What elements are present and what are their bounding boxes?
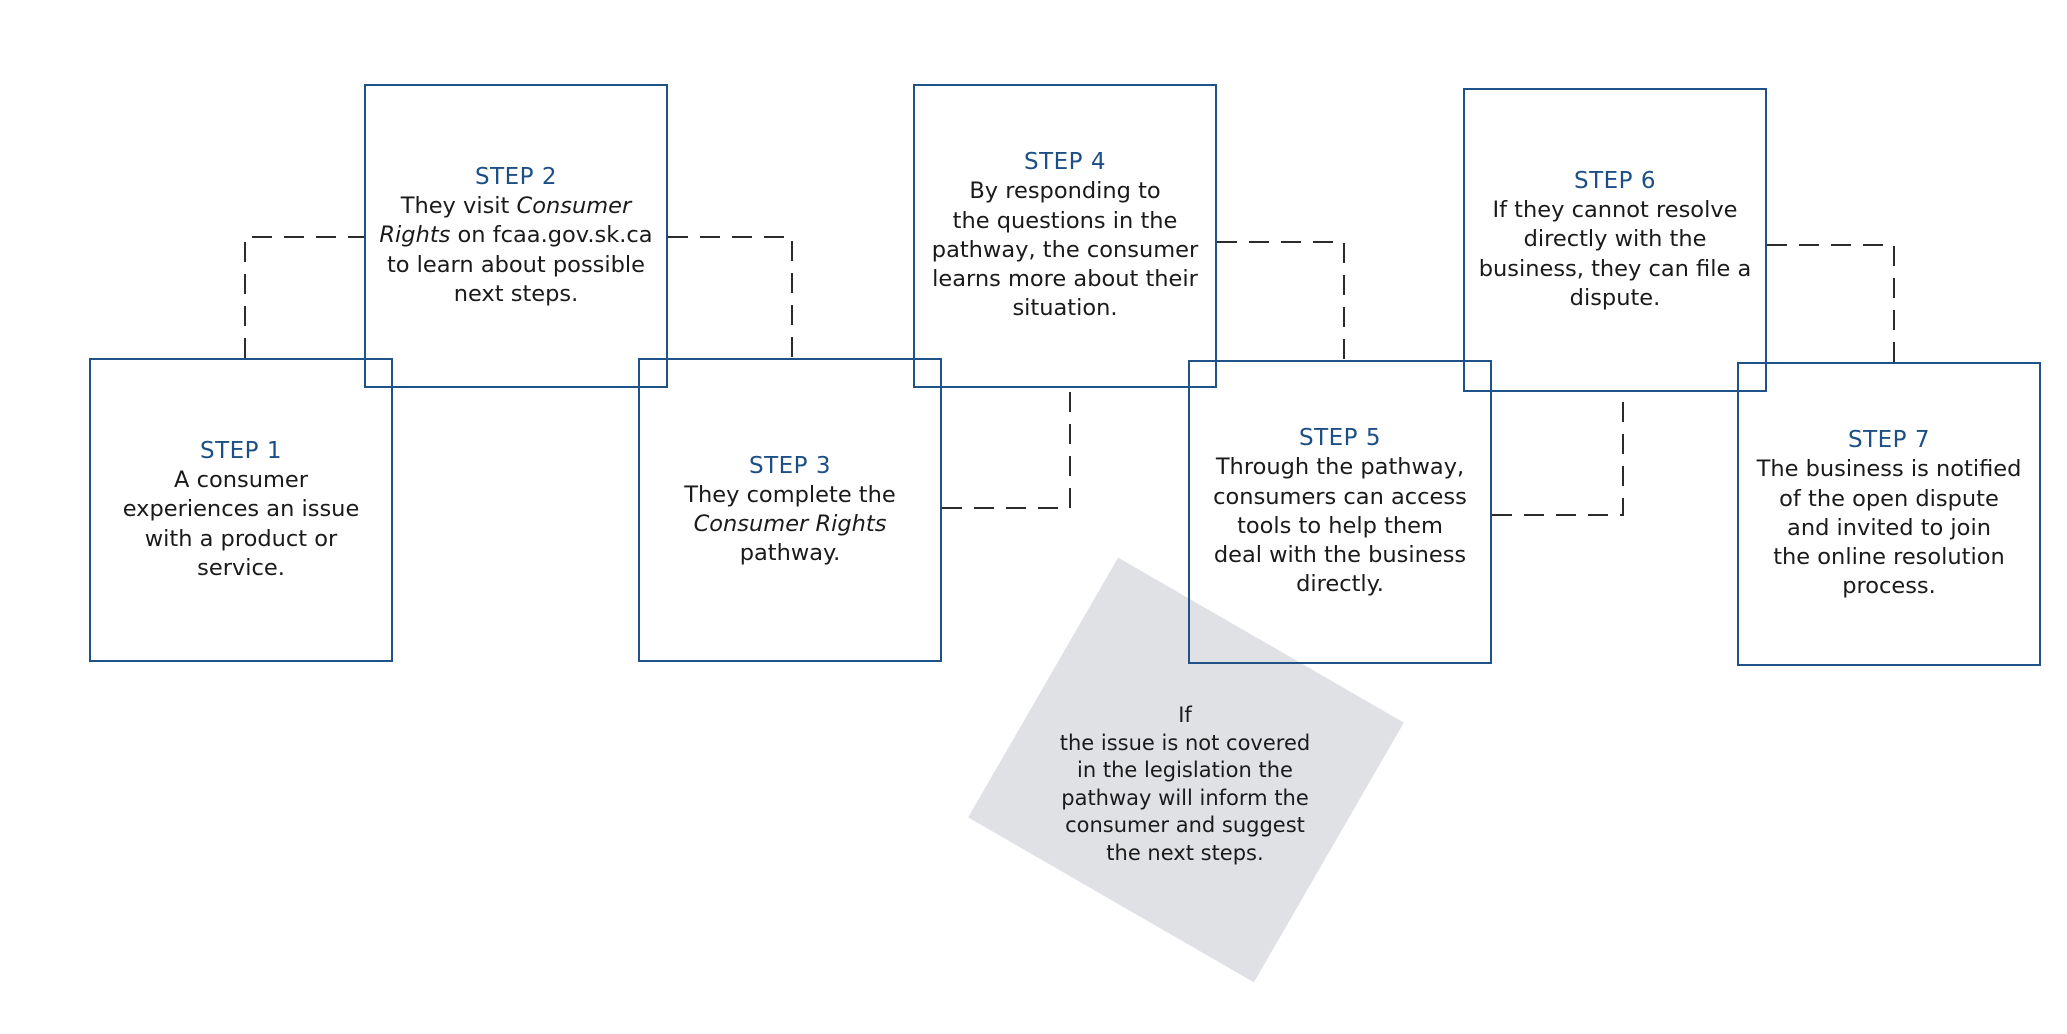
step-text-line: service. <box>197 554 285 581</box>
step-6-title: STEP 6 <box>1574 167 1656 194</box>
step-5-title: STEP 5 <box>1299 425 1381 452</box>
step-text-line: experiences an issue <box>122 496 360 523</box>
step-text-line: By responding to <box>969 178 1161 205</box>
note-line: in the legislation the <box>1077 758 1293 782</box>
step-4-box: STEP 4 By responding to the questions in… <box>913 84 1217 388</box>
step-4-description: By responding to the questions in the pa… <box>932 177 1198 323</box>
step-text-line: deal with the business <box>1213 542 1467 569</box>
step-5-box: STEP 5 Through the pathway, consumers ca… <box>1188 360 1492 664</box>
connector-step5-step6 <box>1492 392 1624 516</box>
step-1-box: STEP 1 A consumer experiences an issue w… <box>89 358 393 662</box>
step-7-box: STEP 7 The business is notified of the o… <box>1737 362 2041 666</box>
step-text-line: Through the pathway, <box>1215 454 1465 481</box>
step-text-line: with a product or <box>144 525 338 552</box>
step-text-line: Rights on fcaa.gov.sk.ca <box>379 222 653 249</box>
step-2-title: STEP 2 <box>475 163 557 190</box>
step-text-line: the questions in the <box>952 207 1178 234</box>
step-text-line: They complete the <box>684 481 896 508</box>
step-7-description: The business is notified of the open dis… <box>1757 455 2022 601</box>
step-text-line: learns more about their <box>932 266 1198 293</box>
connector-step2-step3 <box>668 236 793 358</box>
note-line: If <box>1178 703 1192 727</box>
step-text-line: A consumer <box>174 466 308 493</box>
step-text-line: If they cannot resolve <box>1492 196 1738 223</box>
step-text-line: the online resolution <box>1773 544 2005 571</box>
note-line: pathway will inform the <box>1061 785 1309 810</box>
step-text-line: situation. <box>1012 295 1118 322</box>
connector-step6-step7 <box>1767 244 1895 362</box>
step-2-box: STEP 2 They visit Consumer Rights on fca… <box>364 84 668 388</box>
note-text: If the issue is not covered in the legis… <box>1030 702 1340 867</box>
step-7-title: STEP 7 <box>1848 427 1930 454</box>
step-text-line: The business is notified <box>1756 456 2022 483</box>
note-line: consumer and suggest <box>1065 813 1305 837</box>
connector-step4-step5 <box>1217 241 1345 360</box>
step-text-line: process. <box>1842 573 1936 600</box>
step-text-line: to learn about possible <box>386 251 646 278</box>
step-1-title: STEP 1 <box>200 437 282 464</box>
step-text-line: pathway. <box>739 540 841 567</box>
step-text-line: next steps. <box>453 280 579 307</box>
note-line: the next steps. <box>1106 840 1264 865</box>
step-text-line: consumers can access <box>1213 483 1467 510</box>
step-text-line: They visit Consumer <box>400 192 632 219</box>
step-text-line: directly. <box>1296 571 1384 598</box>
connector-step1-step2 <box>244 236 364 358</box>
step-1-description: A consumer experiences an issue with a p… <box>123 466 360 583</box>
connector-step3-step4 <box>942 388 1071 509</box>
step-text-line: dispute. <box>1569 284 1661 311</box>
step-6-box: STEP 6 If they cannot resolve directly w… <box>1463 88 1767 392</box>
step-3-box: STEP 3 They complete the Consumer Rights… <box>638 358 942 662</box>
step-6-description: If they cannot resolve directly with the… <box>1479 196 1752 313</box>
step-3-description: They complete the Consumer Rights pathwa… <box>684 481 896 569</box>
step-4-title: STEP 4 <box>1024 149 1106 176</box>
step-text-line: and invited to join <box>1787 514 1991 541</box>
step-3-title: STEP 3 <box>749 452 831 479</box>
step-5-description: Through the pathway, consumers can acces… <box>1213 453 1467 599</box>
step-text-line: Consumer Rights <box>693 510 887 537</box>
step-text-line: business, they can file a <box>1478 255 1752 282</box>
step-text-line: directly with the <box>1523 226 1707 253</box>
note-line: the issue is not covered <box>1059 730 1311 755</box>
step-2-description: They visit Consumer Rights on fcaa.gov.s… <box>379 192 652 309</box>
step-text-line: tools to help them <box>1237 512 1443 539</box>
step-text-line: pathway, the consumer <box>931 236 1199 263</box>
step-text-line: of the open dispute <box>1779 485 1999 512</box>
